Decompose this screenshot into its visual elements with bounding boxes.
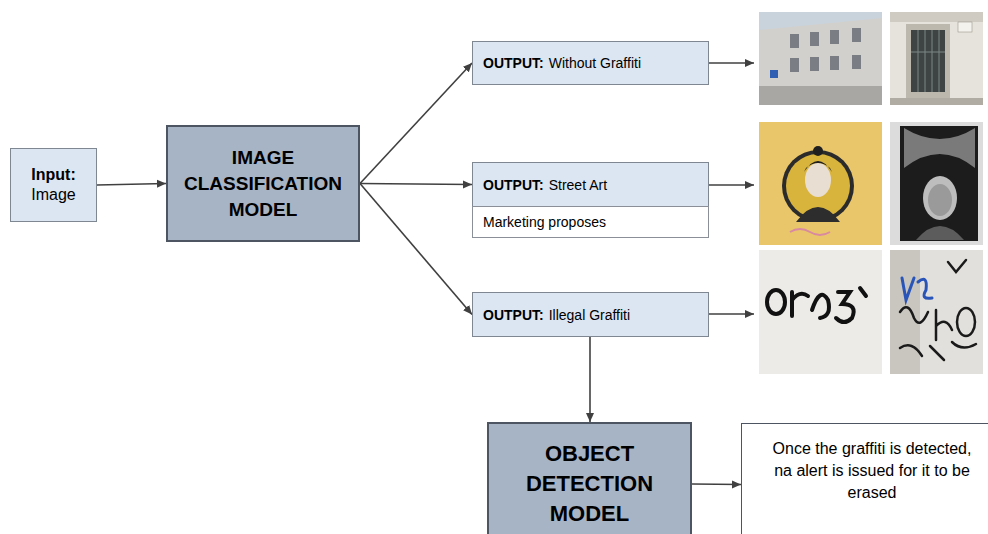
arrow-connector xyxy=(360,184,472,315)
box-heading: OUTPUT: xyxy=(483,177,544,193)
model-box: IMAGE CLASSIFICATION MODEL xyxy=(166,125,360,242)
box-heading: OUTPUT: xyxy=(483,55,544,71)
box-heading: OUTPUT: xyxy=(483,307,544,323)
arrow-connector xyxy=(360,63,472,184)
arrow-connector xyxy=(692,483,741,485)
output-box: OUTPUT: Without Graffiti xyxy=(472,41,709,85)
note-box: Once the graffiti is detected, na alert … xyxy=(741,423,988,534)
arrow-connector xyxy=(589,337,591,422)
box-text: Once the graffiti is detected, na alert … xyxy=(767,438,977,504)
street-art-photo xyxy=(759,122,882,245)
box-text: Street Art xyxy=(549,177,607,193)
arrow-connector xyxy=(360,184,472,185)
arrow-connector xyxy=(97,184,166,186)
doorway-photo xyxy=(890,12,983,105)
output-box: OUTPUT: Street Art xyxy=(472,162,709,207)
graffiti-photo xyxy=(890,250,983,374)
box-text: Image xyxy=(31,185,75,205)
photo-arrows xyxy=(709,63,754,314)
box-text: OBJECT DETECTION MODEL xyxy=(497,439,682,529)
output-box: OUTPUT: Illegal Graffiti xyxy=(472,292,709,337)
street-art-photo xyxy=(890,122,983,245)
box-text: Without Graffiti xyxy=(549,55,641,71)
box-text: Illegal Graffiti xyxy=(549,307,630,323)
input-box: Input:Image xyxy=(10,148,97,222)
box-heading: Input: xyxy=(31,165,75,185)
box-text: IMAGE CLASSIFICATION MODEL xyxy=(176,145,350,223)
graffiti-photo xyxy=(759,250,882,374)
note-box: Marketing proposes xyxy=(472,206,709,238)
building-photo xyxy=(759,12,882,105)
box-text: Marketing proposes xyxy=(483,214,606,230)
model-box: OBJECT DETECTION MODEL xyxy=(487,422,692,534)
